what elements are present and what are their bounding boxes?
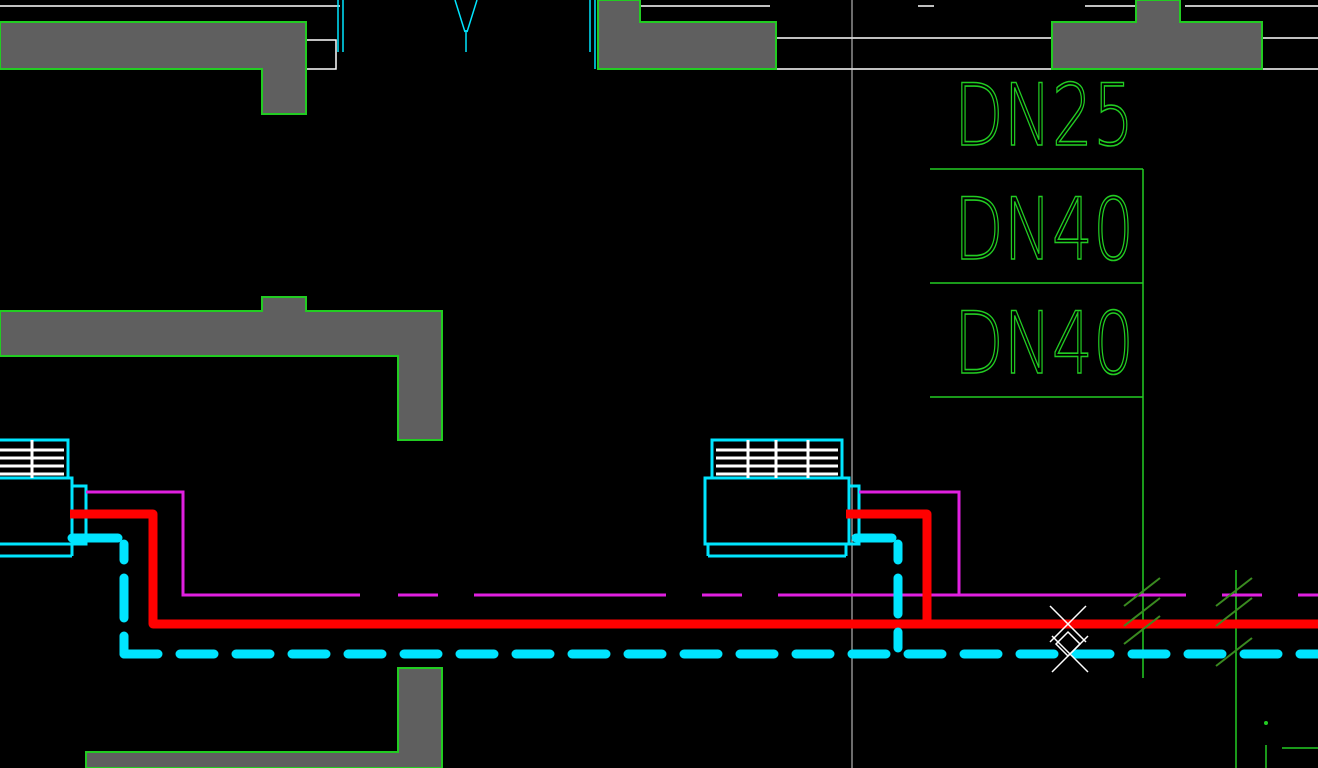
pipe-size-label: DN25: [954, 66, 1134, 166]
pipe-hatch-marks: [1123, 577, 1253, 667]
radiator-right-fins: [716, 440, 838, 478]
supply-pipe[interactable]: [70, 509, 1318, 629]
door-symbol-top: [337, 0, 596, 69]
wall-top-right: [1051, 0, 1263, 70]
green-dot: [1264, 721, 1268, 725]
wall-top-middle: [597, 0, 777, 70]
pipe-label-table: [930, 168, 1318, 768]
return-pipe[interactable]: [67, 533, 1318, 659]
radiator-left-fins: [0, 440, 64, 478]
condensate-pipe[interactable]: [86, 490, 1318, 597]
wall-top-left: [0, 21, 307, 115]
pipe-size-label: DN40: [954, 294, 1134, 394]
wall-middle-left: [0, 296, 443, 441]
crosshair-cursor-icon: [1049, 605, 1089, 673]
wall-bottom: [85, 667, 443, 768]
walls: [0, 0, 1263, 768]
pipe-size-label: DN40: [954, 180, 1134, 280]
